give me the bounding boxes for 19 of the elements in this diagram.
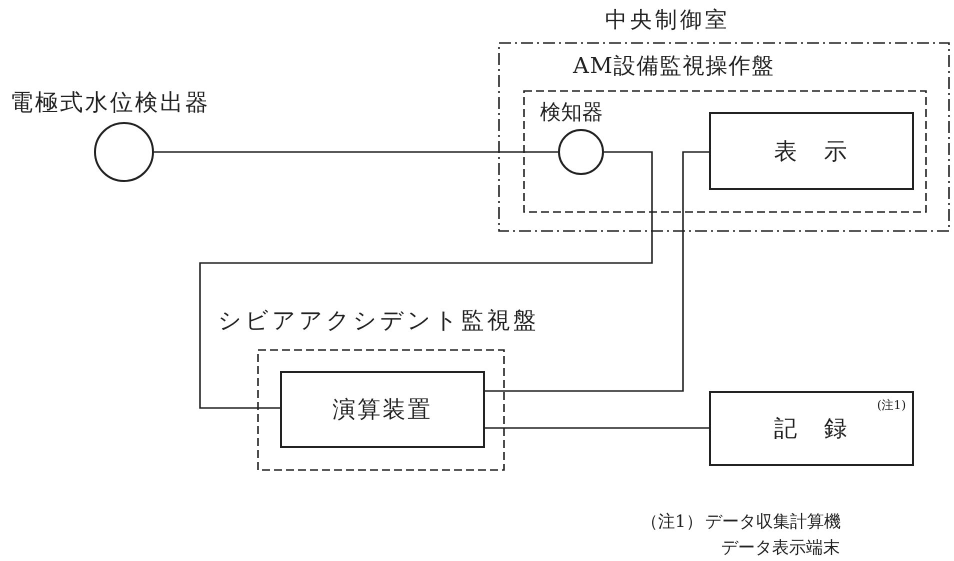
- unit-label: 表 示: [774, 138, 849, 166]
- sensor-label: 電極式水位検出器: [10, 92, 210, 115]
- footnote: （注1）: [641, 514, 703, 531]
- unit-box: [709, 112, 914, 190]
- sensor-label: 検知器: [540, 102, 603, 123]
- unit-box: [280, 371, 485, 448]
- panel-heading: シビアアクシデント監視盤: [218, 310, 539, 333]
- footnote: データ収集計算機: [705, 514, 841, 531]
- note-mark: (注1): [877, 397, 906, 414]
- footnote: データ表示端末: [721, 540, 840, 557]
- signal-line: [154, 151, 558, 153]
- unit-label: 演算装置: [332, 396, 432, 425]
- unit-label: 記 録: [774, 415, 849, 444]
- signal-line: [485, 151, 709, 392]
- panel-heading: AM設備監視操作盤: [573, 56, 774, 78]
- unit-box: [709, 391, 914, 466]
- signal-line: [199, 151, 653, 409]
- panel-heading: 中央制御室: [605, 10, 730, 32]
- signal-line: [485, 427, 709, 429]
